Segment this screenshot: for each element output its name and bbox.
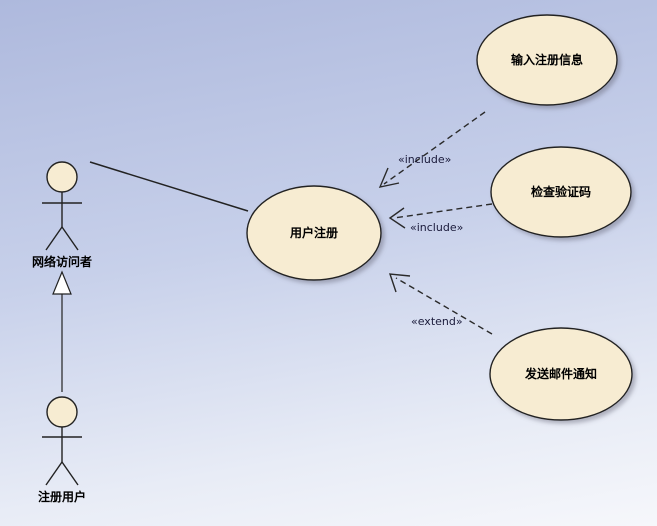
actor-registered-user[interactable]: 注册用户 xyxy=(38,396,86,504)
extend-label: «extend» xyxy=(411,315,463,328)
use-case-input-info[interactable]: 输入注册信息 xyxy=(476,14,618,106)
use-case-check-code[interactable]: 检查验证码 xyxy=(490,146,632,238)
include-label-1: «include» xyxy=(398,153,451,166)
use-case-user-register[interactable]: 用户注册 xyxy=(246,185,382,281)
include-relation-input-info xyxy=(378,111,486,188)
use-case-label: 输入注册信息 xyxy=(511,52,583,67)
use-case-send-mail[interactable]: 发送邮件通知 xyxy=(489,327,633,421)
use-case-label: 发送邮件通知 xyxy=(524,366,597,381)
association-line xyxy=(89,161,249,212)
actor-label: 注册用户 xyxy=(38,489,86,504)
use-case-label: 用户注册 xyxy=(289,225,338,240)
include-relation-check-code xyxy=(388,203,493,229)
use-case-label: 检查验证码 xyxy=(531,184,591,199)
actor-head-icon xyxy=(46,396,78,428)
generalization-relation xyxy=(52,270,72,392)
actor-label: 网络访问者 xyxy=(32,254,92,269)
actor-head-icon xyxy=(46,161,78,193)
extend-relation-send-mail xyxy=(388,273,493,335)
include-label-2: «include» xyxy=(410,221,463,234)
actor-visitor[interactable]: 网络访问者 xyxy=(32,161,92,269)
